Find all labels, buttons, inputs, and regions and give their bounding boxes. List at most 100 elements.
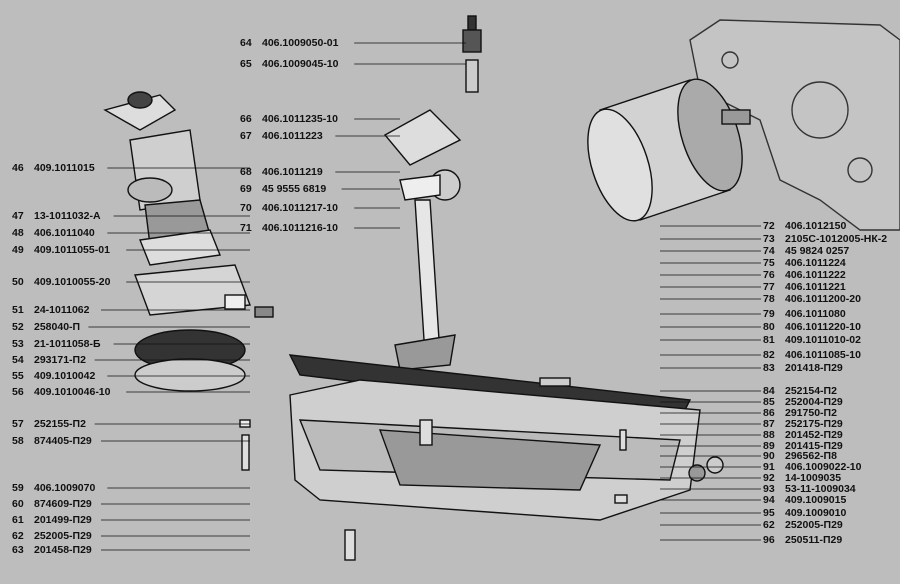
- part-code: 252005-П29: [34, 530, 92, 542]
- part-number: 82: [763, 349, 785, 361]
- part-code: 409.1009010: [785, 507, 847, 519]
- part-number: 92: [763, 472, 785, 484]
- part-code: 409.1011055-01: [34, 244, 110, 256]
- part-number: 62: [12, 530, 24, 542]
- part-label-65: 65 406.1009045-10: [240, 58, 339, 70]
- part-number: 63: [12, 544, 24, 556]
- part-code: 406.1012150: [785, 220, 847, 232]
- part-label-56: 56 409.1010046-10: [12, 386, 111, 398]
- part-label-57: 57 252155-П2: [12, 418, 86, 430]
- part-code: 406.1011085-10: [785, 349, 861, 361]
- part-code: 53-11-1009034: [785, 483, 856, 495]
- part-number: 47: [12, 210, 24, 222]
- part-code: 406.1011216-10: [262, 222, 338, 234]
- part-code: 874405-П29: [34, 435, 92, 447]
- part-number: 72: [763, 220, 785, 232]
- part-code: 406.1011200-20: [785, 293, 861, 305]
- part-number: 54: [12, 354, 24, 366]
- part-code: 406.1009070: [34, 482, 96, 494]
- part-number: 46: [12, 162, 24, 174]
- part-code: 406.1011080: [785, 308, 846, 320]
- part-code: 406.1009045-10: [262, 58, 339, 70]
- part-number: 59: [12, 482, 24, 494]
- part-number: 69: [240, 183, 252, 195]
- part-number: 86: [763, 407, 785, 419]
- part-number: 78: [763, 293, 785, 305]
- part-code: 14-1009035: [785, 472, 842, 484]
- part-number: 70: [240, 202, 252, 214]
- part-number: 50: [12, 276, 24, 288]
- part-number: 67: [240, 130, 252, 142]
- part-number: 96: [763, 534, 785, 546]
- part-code: 406.1011220-10: [785, 321, 861, 333]
- part-code: 406.1011040: [34, 227, 95, 239]
- part-code: 409.1011015: [34, 162, 95, 174]
- part-number: 55: [12, 370, 24, 382]
- part-number: 77: [763, 281, 785, 293]
- part-number: 68: [240, 166, 252, 178]
- part-number: 65: [240, 58, 252, 70]
- part-code: 406.1011223: [262, 130, 323, 142]
- oil-pan: [288, 354, 724, 561]
- part-number: 58: [12, 435, 24, 447]
- part-code: 45 9824 0257: [785, 245, 850, 257]
- part-number: 61: [12, 514, 24, 526]
- part-number: 66: [240, 113, 252, 125]
- part-number: 60: [12, 498, 24, 510]
- part-number: 52: [12, 321, 24, 333]
- part-number: 56: [12, 386, 24, 398]
- part-number: 83: [763, 362, 785, 374]
- part-code: 24-1011062: [34, 304, 90, 316]
- part-code: 201418-П29: [785, 362, 843, 374]
- part-number: 57: [12, 418, 24, 430]
- part-code: 252154-П2: [785, 385, 837, 397]
- part-number: 64: [240, 37, 252, 49]
- part-code: 252175-П29: [785, 418, 843, 430]
- part-code: 2105С-1012005-НК-2: [785, 233, 888, 245]
- part-number: 73: [763, 233, 785, 245]
- part-code: 201499-П29: [34, 514, 92, 526]
- part-code: 252004-П29: [785, 396, 843, 408]
- part-code: 409.1010046-10: [34, 386, 111, 398]
- part-code: 293171-П2: [34, 354, 86, 366]
- oil-pump: [103, 91, 274, 471]
- part-code: 252155-П2: [34, 418, 86, 430]
- part-code: 291750-П2: [785, 407, 837, 419]
- part-number: 88: [763, 429, 785, 441]
- part-number: 91: [763, 461, 785, 473]
- part-number: 93: [763, 483, 785, 495]
- part-number: 62: [763, 519, 785, 531]
- part-code: 406.1009050-01: [262, 37, 339, 49]
- part-label-67: 67 406.1011223: [240, 130, 323, 142]
- part-code: 409.1011010-02: [785, 334, 861, 346]
- part-label-58: 58 874405-П29: [12, 435, 92, 447]
